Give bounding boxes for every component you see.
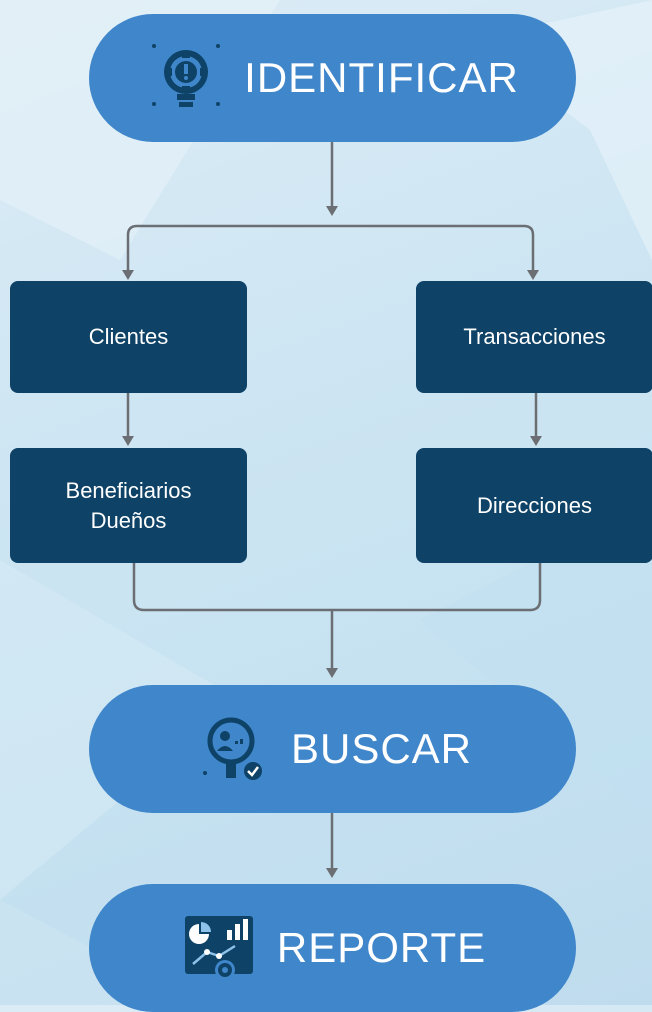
connector-merge <box>132 563 542 612</box>
beneficiarios-node[interactable]: Beneficiarios Dueños <box>10 448 247 563</box>
arrowhead-direcciones <box>530 436 542 446</box>
direcciones-label: Direcciones <box>477 492 592 518</box>
reporte-label: REPORTE <box>276 924 487 971</box>
arrowhead-clientes <box>122 270 134 280</box>
arrowhead-beneficiarios <box>122 436 134 446</box>
arrowhead-buscar <box>326 668 338 678</box>
connector-branch <box>126 224 535 272</box>
clientes-label: Clientes <box>88 324 169 349</box>
identificar-label: IDENTIFICAR <box>244 54 519 101</box>
buscar-node[interactable]: BUSCAR <box>89 685 576 813</box>
clientes-node[interactable]: Clientes <box>10 281 247 393</box>
gear-alert-bulb-icon <box>146 38 226 118</box>
direcciones-node[interactable]: Direcciones <box>416 448 652 563</box>
arrowhead-identificar <box>326 206 338 216</box>
transacciones-node[interactable]: Transacciones <box>416 281 652 393</box>
buscar-label: BUSCAR <box>290 725 473 772</box>
beneficiarios-label-line1: Beneficiarios <box>65 477 192 503</box>
arrowhead-reporte <box>326 868 338 878</box>
dashboard-analytics-icon <box>179 908 259 988</box>
arrowhead-transacciones <box>527 270 539 280</box>
identificar-node[interactable]: IDENTIFICAR <box>89 14 576 142</box>
reporte-node[interactable]: REPORTE <box>89 884 576 1012</box>
transacciones-label: Transacciones <box>463 324 606 349</box>
beneficiarios-label-line2: Dueños <box>90 507 167 533</box>
person-search-check-icon <box>193 709 273 789</box>
